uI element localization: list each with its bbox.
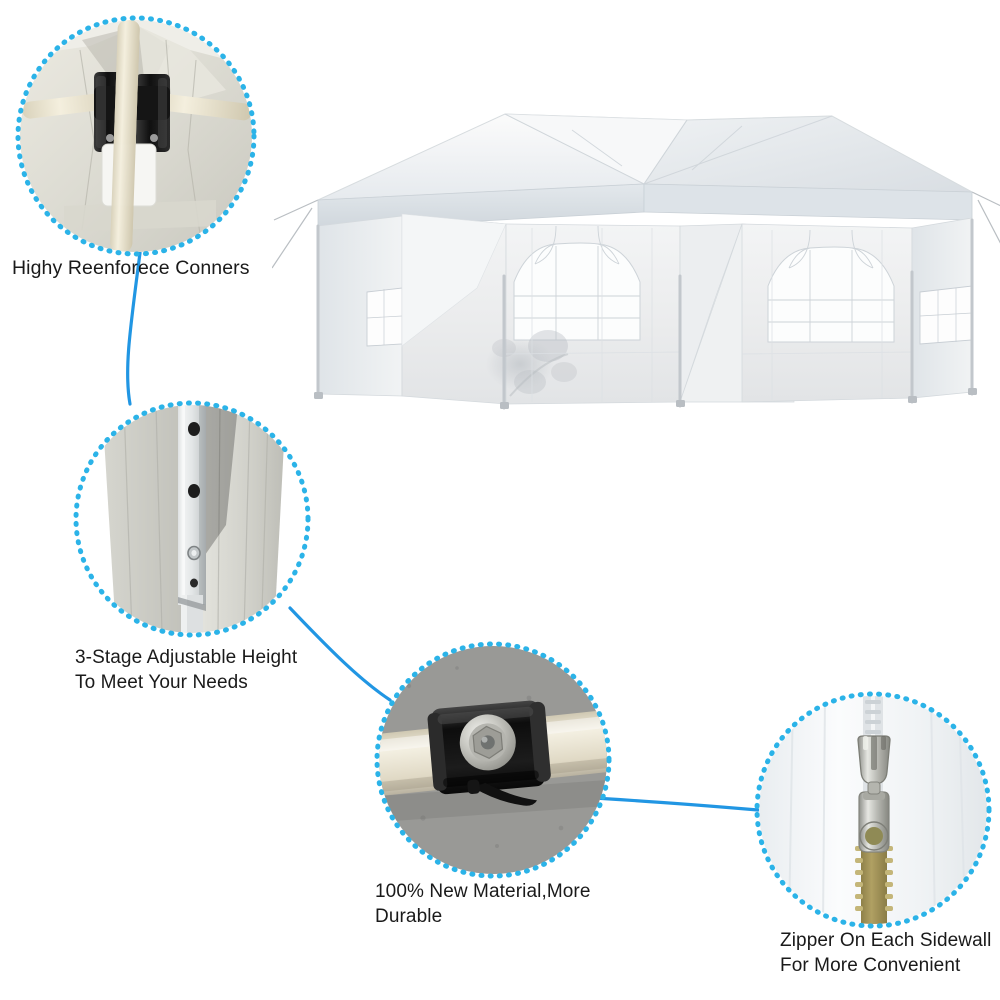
adjustable-leg-pole	[178, 405, 206, 633]
caption-adjustable-leg: 3-Stage Adjustable Height To Meet Your N…	[75, 647, 298, 693]
sidewall-right	[911, 217, 973, 399]
tent-legs	[316, 218, 974, 410]
leg-feet	[314, 388, 977, 409]
connector-leg-to-clamp	[288, 606, 392, 702]
caption-frame-clamp: 100% New Material,More Durable	[375, 881, 591, 927]
guy-ropes	[271, 191, 1000, 269]
caption-corner-connector: Highy Reenforece Conners	[12, 257, 250, 279]
zipper-slider	[858, 791, 890, 853]
sidewall-left	[317, 215, 403, 397]
tent-illustration	[271, 113, 1000, 410]
caption-sidewall-zipper: Zipper On Each Sidewall For More Conveni…	[780, 930, 992, 976]
telescoping-leg-photo	[78, 405, 306, 633]
callout-adjustable-leg	[72, 399, 312, 639]
tent-corner-connector-photo	[20, 20, 252, 252]
canopy-roof	[317, 113, 973, 201]
arched-window-left	[513, 225, 641, 341]
fabric-creases	[505, 228, 913, 402]
back-wall-right-bay	[741, 223, 913, 403]
back-wall-left-bay	[486, 223, 681, 405]
arched-window-right	[767, 229, 895, 343]
sidewall-zipper-photo	[759, 696, 987, 924]
callout-sidewall-zipper	[753, 690, 993, 930]
main-product-photo	[271, 96, 1000, 436]
callout-frame-clamp	[373, 640, 613, 880]
frame-clamp-bolt-photo	[379, 646, 607, 874]
callout-corner-connector	[14, 14, 258, 258]
